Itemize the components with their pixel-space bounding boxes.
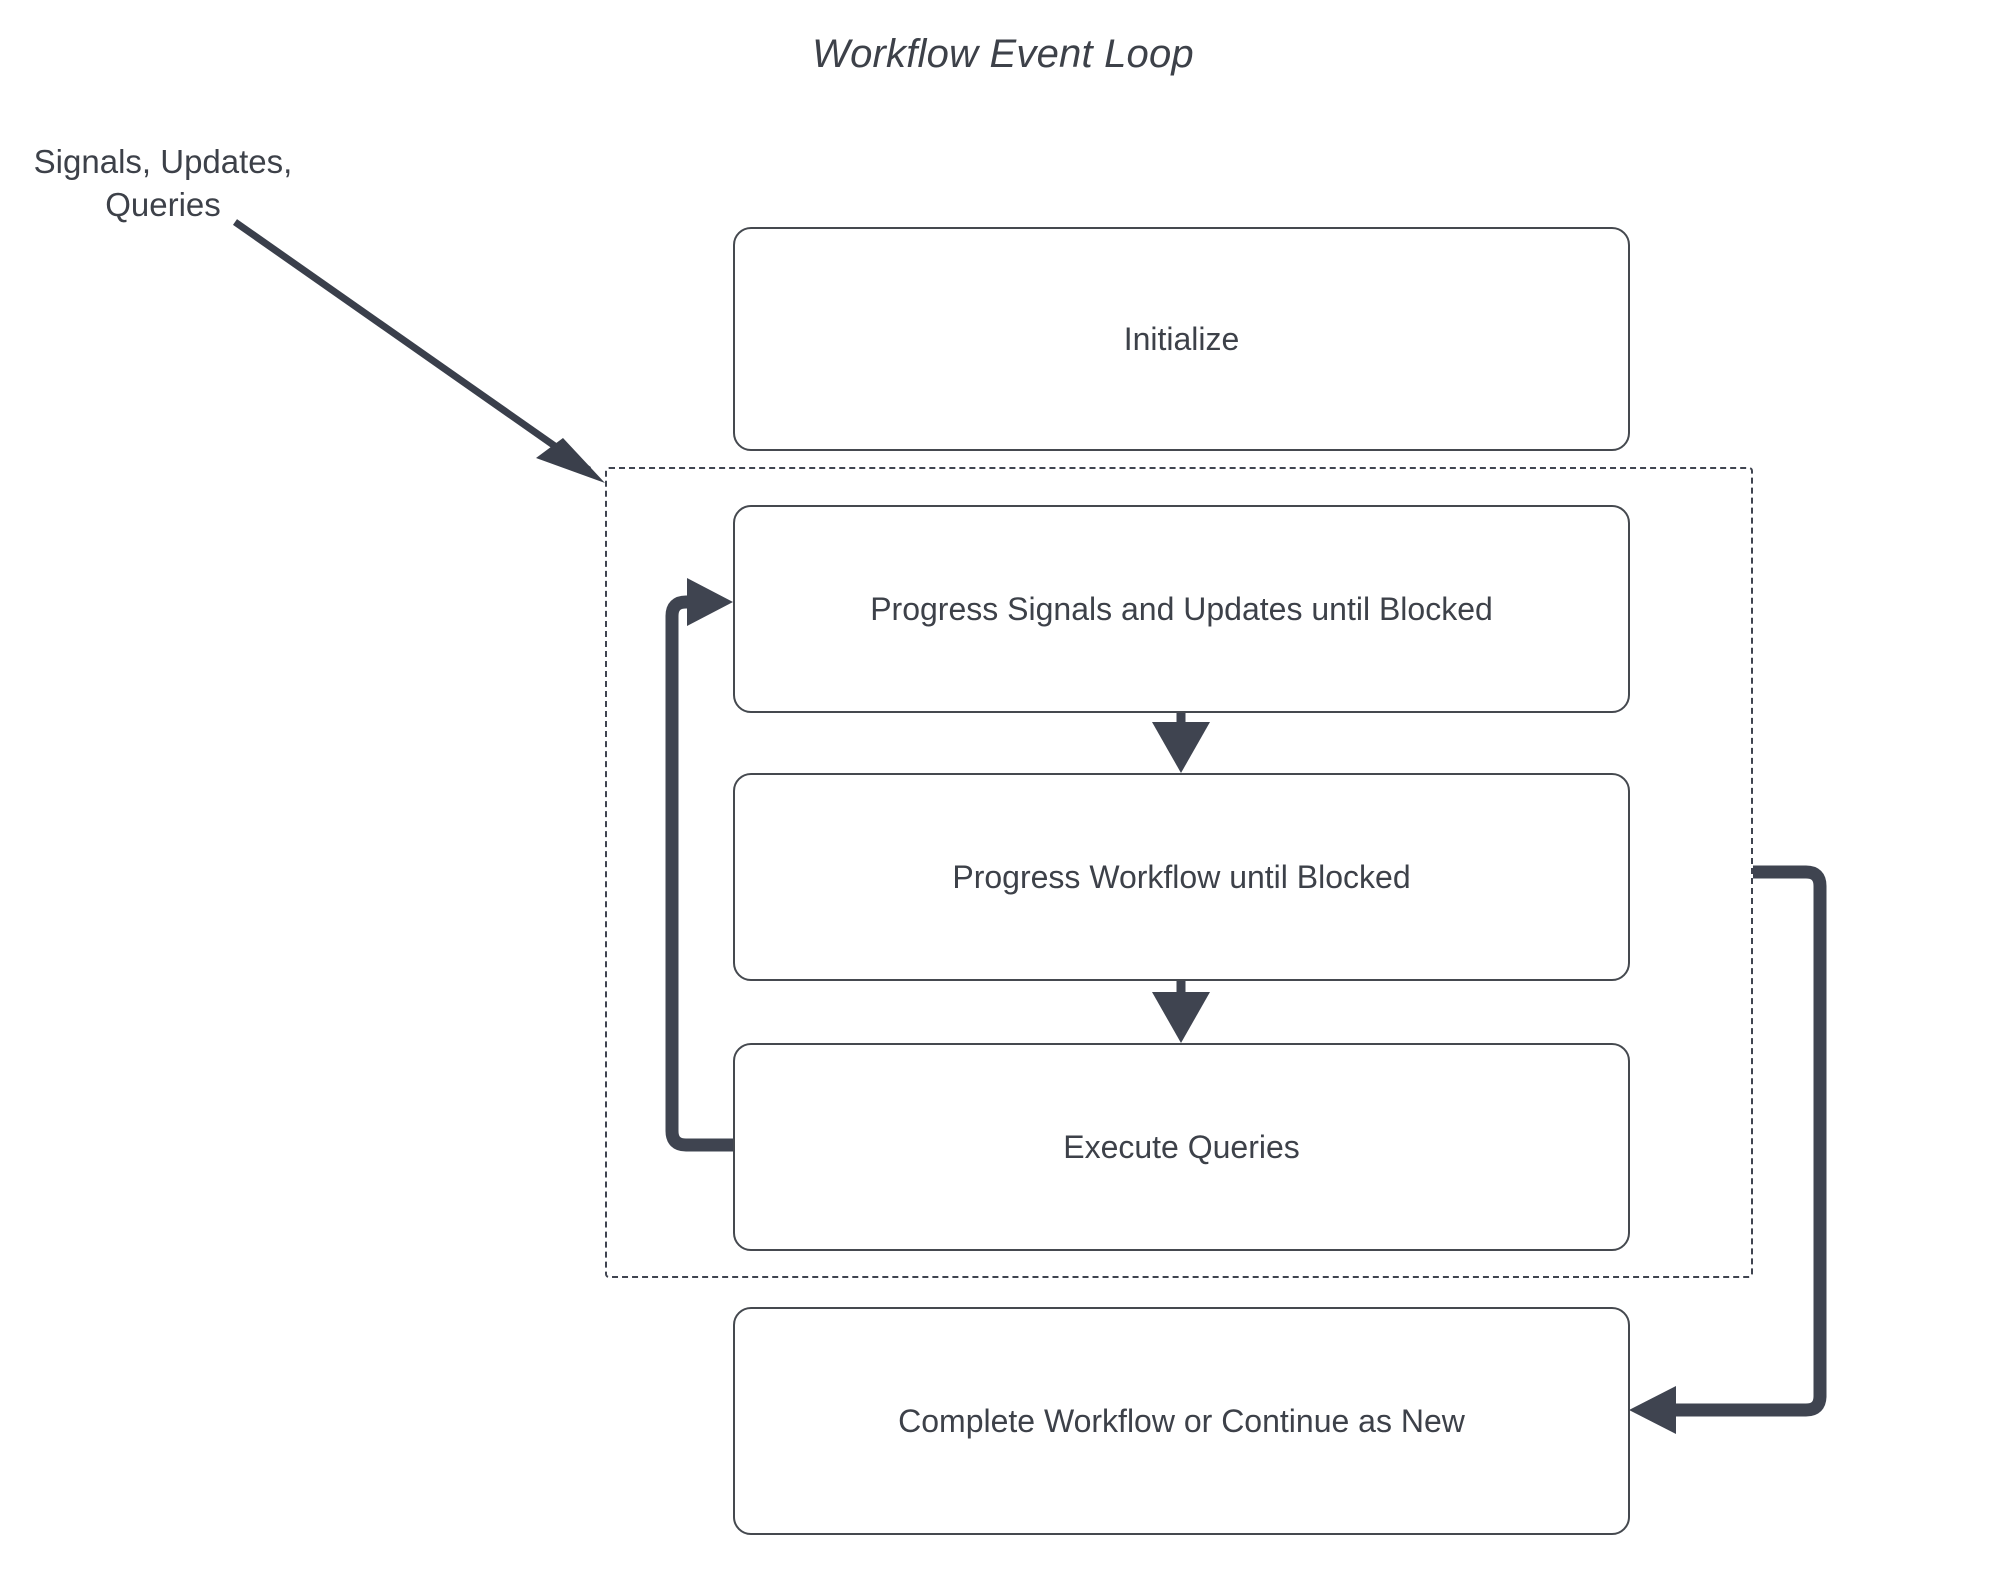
node-initialize[interactable]: Initialize	[733, 227, 1630, 451]
external-input-label-line1: Signals, Updates,	[33, 143, 293, 180]
edge-external-input-line	[232, 219, 592, 473]
external-input-label-line2: Queries	[105, 186, 221, 223]
edge-external-input-arrowhead	[536, 438, 605, 483]
edge-external-input	[232, 219, 605, 483]
node-execute-queries[interactable]: Execute Queries	[733, 1043, 1630, 1251]
edge-loop-to-complete-arrowhead	[1629, 1386, 1676, 1434]
external-input-label: Signals, Updates, Queries	[28, 140, 298, 226]
node-complete[interactable]: Complete Workflow or Continue as New	[733, 1307, 1630, 1535]
node-progress-signals[interactable]: Progress Signals and Updates until Block…	[733, 505, 1630, 713]
node-progress-workflow[interactable]: Progress Workflow until Blocked	[733, 773, 1630, 981]
diagram-title: Workflow Event Loop	[812, 32, 1194, 76]
